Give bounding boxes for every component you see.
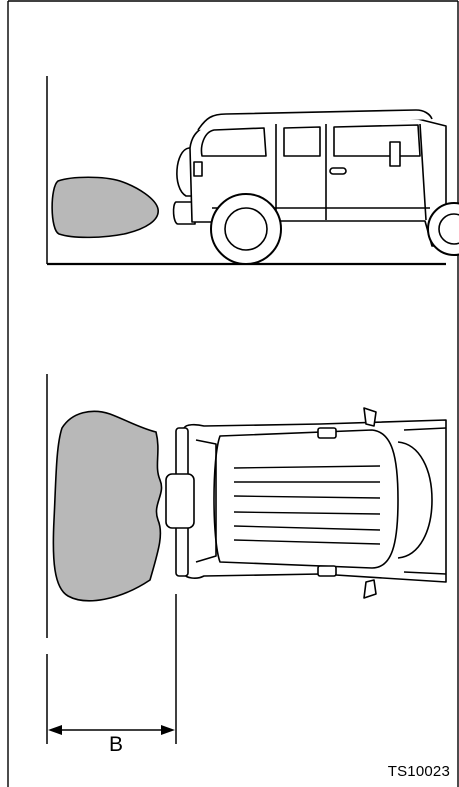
dimension-label-b: B xyxy=(104,734,128,755)
obstacle-side-shape xyxy=(52,177,158,237)
dimension-arrow xyxy=(47,594,176,744)
obstacle-top-shape xyxy=(53,411,161,600)
figure-code: TS10023 xyxy=(388,764,450,779)
vehicle-top-view xyxy=(166,408,446,598)
vehicle-side-view xyxy=(174,110,459,264)
